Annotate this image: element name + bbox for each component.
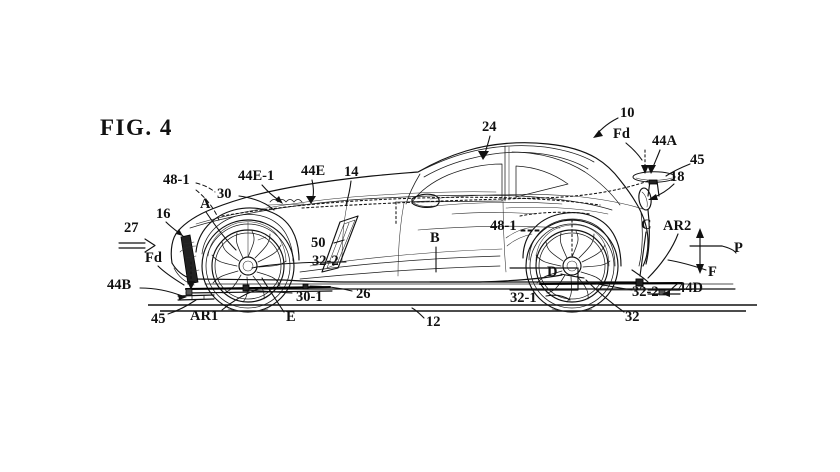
label-30: 30 (217, 186, 232, 202)
side-air-vent-50 (321, 215, 359, 273)
label-32-1: 32-1 (510, 290, 537, 306)
label-27: 27 (124, 220, 139, 236)
label-26: 26 (356, 286, 371, 302)
rear-wheel (525, 219, 619, 313)
ground-lines (148, 304, 757, 312)
label-45-left: 45 (151, 311, 166, 327)
label-f: F (708, 264, 717, 280)
label-b: B (430, 230, 440, 246)
figure-title: FIG. 4 (100, 115, 173, 140)
label-e: E (286, 309, 296, 325)
label-fd-rear: Fd (613, 126, 630, 142)
label-48-1-left: 48-1 (163, 172, 190, 188)
label-32-2-right: 32-2 (632, 284, 659, 300)
label-ar1: AR1 (190, 308, 219, 324)
label-45-right: 45 (690, 152, 705, 168)
label-c: C (641, 217, 652, 233)
label-32: 32 (625, 309, 640, 325)
label-10: 10 (620, 105, 635, 121)
front-splitter-assembly (173, 234, 333, 301)
label-44d: 44D (678, 280, 703, 296)
hood-vent-44e1 (267, 199, 305, 206)
label-44e: 44E (301, 163, 326, 179)
label-ar2: AR2 (663, 218, 692, 234)
front-wheel-arch (195, 207, 300, 263)
label-44e-1: 44E-1 (238, 168, 275, 184)
phantom-aero-lines (195, 180, 649, 257)
label-44b: 44B (107, 277, 132, 293)
label-p: P (734, 240, 743, 256)
label-30-1: 30-1 (296, 289, 323, 305)
label-44a: 44A (652, 133, 677, 149)
label-18: 18 (670, 169, 685, 185)
airflow-streamlines (417, 194, 647, 231)
label-a: A (200, 196, 211, 212)
label-48-1-right: 48-1 (490, 218, 517, 234)
label-14: 14 (344, 164, 359, 180)
rear-wing-assembly (632, 171, 676, 197)
label-d: D (547, 264, 558, 280)
label-16: 16 (156, 206, 171, 222)
label-24: 24 (482, 119, 497, 135)
label-32-2-left: 32-2 (312, 253, 339, 269)
label-50: 50 (311, 235, 326, 251)
leader-lines (118, 117, 737, 319)
label-12: 12 (426, 314, 441, 330)
label-fd-front: Fd (145, 250, 162, 266)
